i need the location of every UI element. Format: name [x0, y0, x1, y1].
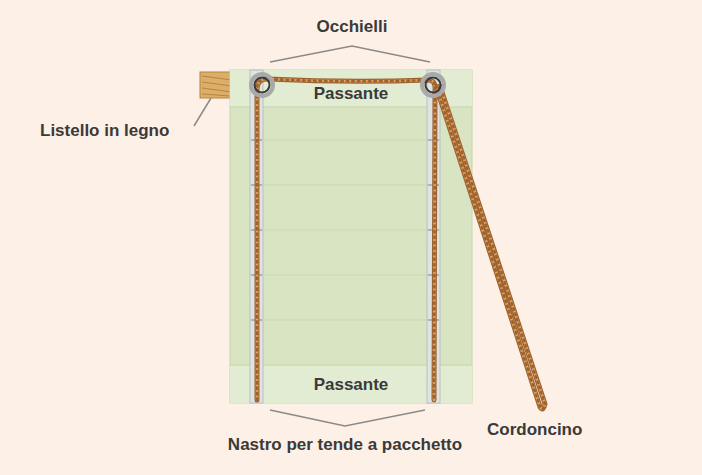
wooden-batten	[200, 72, 234, 98]
band-label: Passante	[314, 376, 389, 395]
cord-label: Cordoncino	[487, 421, 582, 440]
leader-lines	[194, 46, 430, 426]
batten-label: Listello in legno	[40, 122, 169, 141]
tape-label: Nastro per tende a pacchetto	[228, 436, 462, 455]
pocket-band: Passante	[230, 70, 472, 107]
band-label: Passante	[314, 85, 389, 104]
eyelets-label: Occhielli	[317, 18, 388, 37]
pocket-band: Passante	[230, 365, 472, 403]
fold-lines	[263, 140, 427, 320]
tape-rings	[251, 140, 439, 320]
cord	[257, 79, 545, 409]
